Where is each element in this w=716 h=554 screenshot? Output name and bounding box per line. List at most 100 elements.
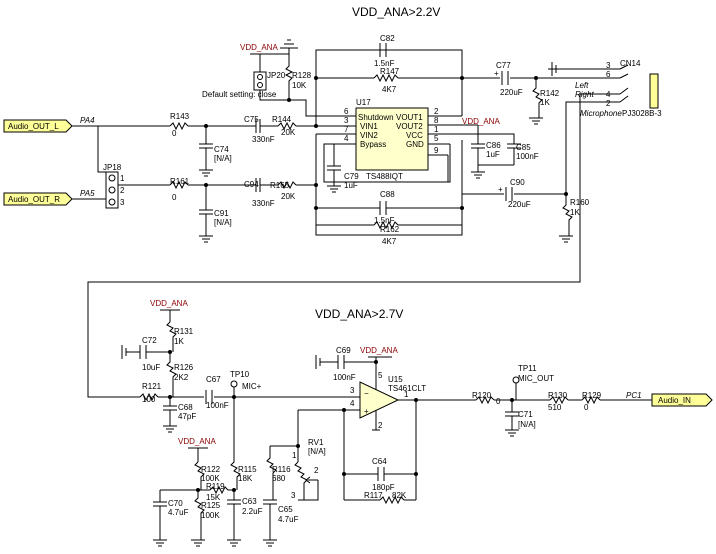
svg-text:JP18: JP18 — [103, 163, 122, 172]
svg-text:Left: Left — [575, 81, 589, 90]
svg-text:VCC: VCC — [406, 131, 423, 140]
svg-text:C75: C75 — [244, 115, 259, 124]
svg-text:5: 5 — [434, 134, 439, 143]
svg-text:2.2uF: 2.2uF — [242, 507, 263, 516]
svg-text:+: + — [364, 407, 369, 416]
svg-text:1K: 1K — [174, 337, 184, 346]
svg-text:R128: R128 — [292, 71, 312, 80]
resistor-r165: R165 20K — [270, 180, 297, 201]
capacitor-c82: C82 1.5nF — [374, 34, 395, 68]
svg-text:VOUT2: VOUT2 — [396, 122, 423, 131]
svg-text:R130: R130 — [548, 391, 568, 400]
resistor-r128: R128 10K — [284, 54, 312, 100]
resistor-r125: R125 100K — [191, 490, 221, 547]
svg-text:3: 3 — [120, 198, 125, 207]
svg-text:1K: 1K — [540, 98, 550, 107]
svg-text:2: 2 — [378, 421, 383, 430]
resistor-r142: R142 1K — [529, 78, 560, 125]
svg-text:R126: R126 — [174, 363, 194, 372]
svg-text:5: 5 — [378, 371, 383, 380]
svg-text:3: 3 — [344, 116, 349, 125]
svg-text:100nF: 100nF — [333, 373, 356, 382]
resistor-r122: R122 100K — [194, 461, 221, 490]
svg-text:R121: R121 — [142, 382, 162, 391]
svg-text:C68: C68 — [178, 403, 193, 412]
svg-text:TS461CLT: TS461CLT — [388, 384, 426, 393]
svg-text:82K: 82K — [392, 491, 407, 500]
svg-text:Audio_IN: Audio_IN — [658, 396, 691, 405]
svg-text:C67: C67 — [206, 375, 221, 384]
svg-text:R162: R162 — [380, 225, 400, 234]
svg-text:U17: U17 — [356, 98, 371, 107]
svg-text:GND: GND — [406, 140, 424, 149]
svg-text:U15: U15 — [388, 375, 403, 384]
resistor-r116: R116 680 — [266, 446, 291, 500]
net-mic-plus: MIC+ — [242, 382, 262, 391]
resistor-r129: R129 0 — [581, 391, 602, 412]
svg-text:Shutdown: Shutdown — [358, 113, 394, 122]
port-audio-out-r: Audio_OUT_R — [3, 192, 73, 206]
vdd-ana-label-1: VDD_ANA — [240, 43, 278, 52]
capacitor-c75: C75 330nF — [244, 115, 275, 144]
resistor-r126: R126 2K2 — [166, 352, 194, 397]
capacitor-c65: C65 4.7uF — [263, 499, 299, 547]
heading-top: VDD_ANA>2.2V — [352, 5, 440, 19]
svg-text:0: 0 — [172, 129, 177, 138]
svg-text:100K: 100K — [201, 474, 220, 483]
svg-text:Microphone: Microphone — [580, 109, 622, 118]
svg-text:1: 1 — [292, 451, 297, 460]
svg-text:2K2: 2K2 — [174, 373, 189, 382]
svg-text:10uF: 10uF — [142, 363, 160, 372]
jumper-jp20: JP20 Default setting: close — [202, 71, 286, 99]
resistor-r144: R144 20K — [272, 115, 297, 137]
svg-text:R142: R142 — [540, 89, 560, 98]
svg-text:8: 8 — [434, 116, 439, 125]
svg-text:0: 0 — [584, 403, 589, 412]
svg-text:C77: C77 — [496, 61, 511, 70]
svg-text:4K7: 4K7 — [382, 237, 397, 246]
svg-text:C71: C71 — [518, 410, 533, 419]
capacitor-c79: C79 1uF — [344, 172, 359, 190]
svg-text:4: 4 — [350, 399, 355, 408]
svg-text:VOUT1: VOUT1 — [396, 113, 423, 122]
svg-text:1: 1 — [434, 125, 439, 134]
svg-text:Bypass: Bypass — [360, 140, 386, 149]
svg-text:TP10: TP10 — [230, 370, 250, 379]
resistor-r143: R143 0 — [169, 112, 190, 138]
svg-text:4K7: 4K7 — [382, 85, 397, 94]
resistor-r121: R121 100 — [139, 382, 162, 404]
capacitor-c88: C88 1.5nF — [374, 190, 395, 225]
port-audio-in: Audio_IN — [651, 393, 713, 407]
svg-text:100K: 100K — [201, 511, 220, 520]
svg-text:R143: R143 — [170, 112, 190, 121]
capacitor-c64: C64 180pF — [372, 457, 395, 492]
svg-text:4.7uF: 4.7uF — [278, 515, 299, 524]
svg-text:0: 0 — [496, 397, 501, 406]
svg-text:C90: C90 — [510, 178, 525, 187]
svg-text:15K: 15K — [206, 493, 221, 502]
svg-text:1uF: 1uF — [344, 181, 358, 190]
svg-text:0: 0 — [172, 193, 177, 202]
svg-text:VIN1: VIN1 — [360, 122, 378, 131]
svg-text:100nF: 100nF — [516, 152, 539, 161]
svg-text:1K: 1K — [570, 208, 580, 217]
svg-text:Audio_OUT_R: Audio_OUT_R — [8, 195, 60, 204]
svg-text:R116: R116 — [272, 465, 291, 474]
port-audio-out-l: Audio_OUT_L — [3, 119, 73, 133]
svg-text:20K: 20K — [281, 128, 296, 137]
resistor-r119: R119 15K — [206, 482, 234, 502]
svg-text:R161: R161 — [170, 177, 190, 186]
testpoint-tp10: TP10 MIC+ — [230, 370, 262, 397]
capacitor-c74: C74 [N/A] — [199, 126, 232, 177]
svg-text:C72: C72 — [142, 336, 157, 345]
resistor-r161: R161 0 — [169, 177, 190, 202]
svg-text:2: 2 — [120, 186, 125, 195]
svg-text:100nF: 100nF — [206, 401, 229, 410]
svg-text:2: 2 — [606, 99, 611, 108]
svg-text:4.7uF: 4.7uF — [168, 508, 189, 517]
capacitor-c86: C86 1uF — [471, 141, 501, 165]
svg-text:RV1: RV1 — [308, 438, 324, 447]
svg-text:[N/A]: [N/A] — [214, 218, 232, 227]
svg-text:10K: 10K — [292, 81, 307, 90]
